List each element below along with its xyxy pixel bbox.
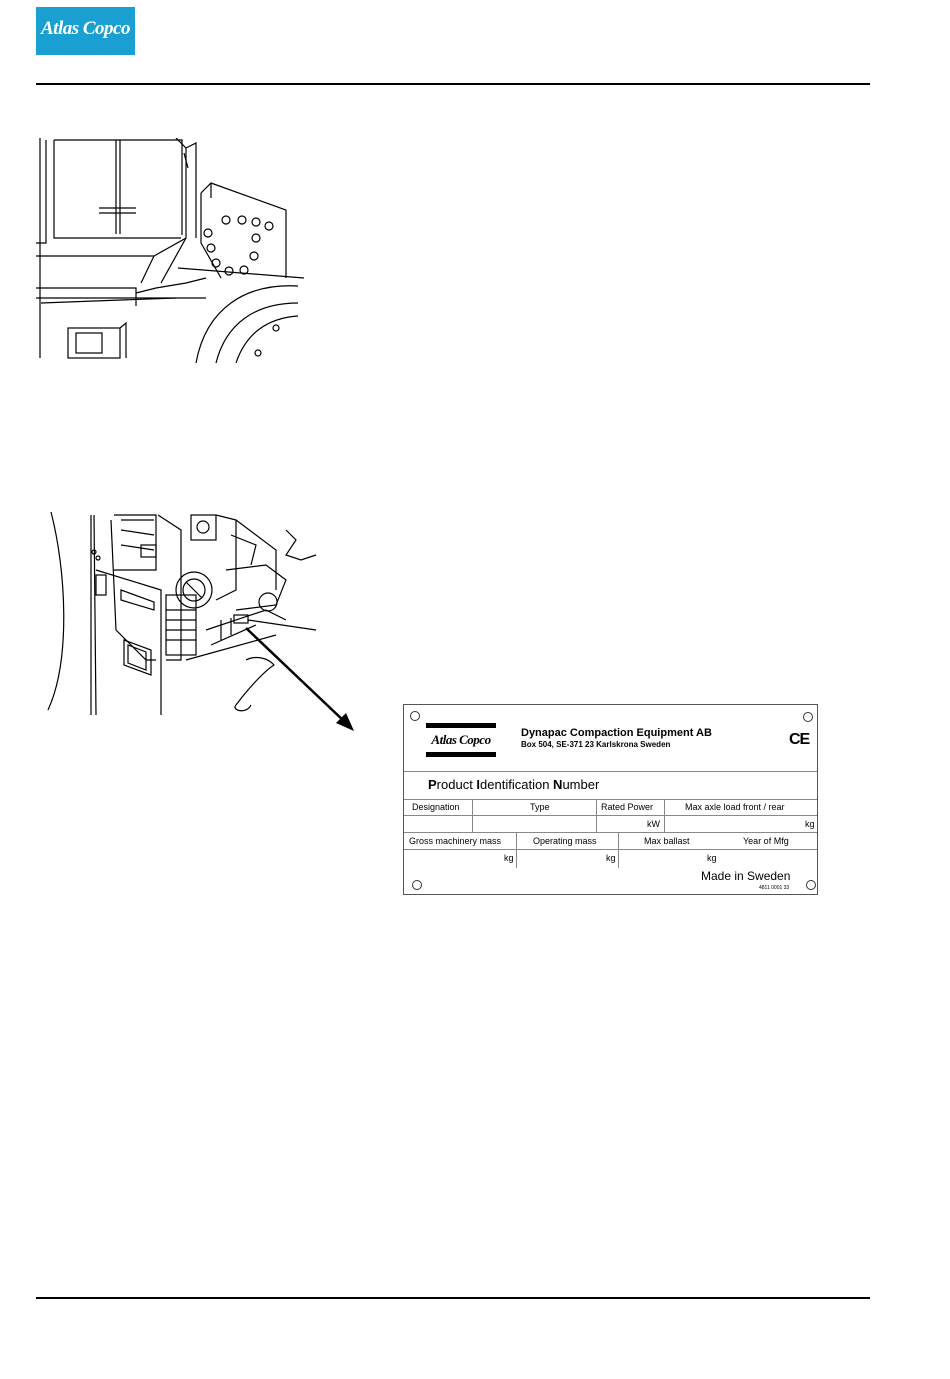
cab-frame-number-drawing <box>36 138 306 363</box>
unit-kg: kg <box>606 853 616 863</box>
mounting-hole-icon <box>803 712 813 722</box>
plate-atlas-copco-logo: Atlas Copco <box>426 721 496 759</box>
plate-part-code: 4811 0001 33 <box>759 885 789 891</box>
label-operating-mass: Operating mass <box>533 836 597 846</box>
unit-kw: kW <box>647 819 660 829</box>
made-in-sweden: Made in Sweden <box>701 869 790 883</box>
footer-rule <box>36 1297 870 1299</box>
unit-kg: kg <box>504 853 514 863</box>
plate-pin-title: Product Identification Number <box>428 777 599 792</box>
ce-mark: CE <box>789 731 809 749</box>
label-max-axle-load: Max axle load front / rear <box>685 802 785 812</box>
product-identification-plate: Atlas Copco Dynapac Compaction Equipment… <box>403 704 818 895</box>
plate-company-name: Dynapac Compaction Equipment AB <box>521 727 712 739</box>
label-year-of-mfg: Year of Mfg <box>743 836 789 846</box>
machine-plate-location-drawing <box>36 510 361 735</box>
header-rule <box>36 83 870 85</box>
label-designation: Designation <box>412 802 460 812</box>
mounting-hole-icon <box>806 880 816 890</box>
mounting-hole-icon <box>410 711 420 721</box>
label-gross-mass: Gross machinery mass <box>409 836 501 846</box>
label-max-ballast: Max ballast <box>644 836 690 846</box>
logo-text: Atlas Copco <box>36 18 135 40</box>
label-rated-power: Rated Power <box>601 802 653 812</box>
label-type: Type <box>530 802 550 812</box>
mounting-hole-icon <box>412 880 422 890</box>
atlas-copco-logo: Atlas Copco <box>36 7 135 55</box>
plate-company-address: Box 504, SE-371 23 Karlskrona Sweden <box>521 740 670 749</box>
unit-kg: kg <box>707 853 717 863</box>
unit-kg: kg <box>805 819 815 829</box>
plate-logo-text: Atlas Copco <box>426 732 496 748</box>
